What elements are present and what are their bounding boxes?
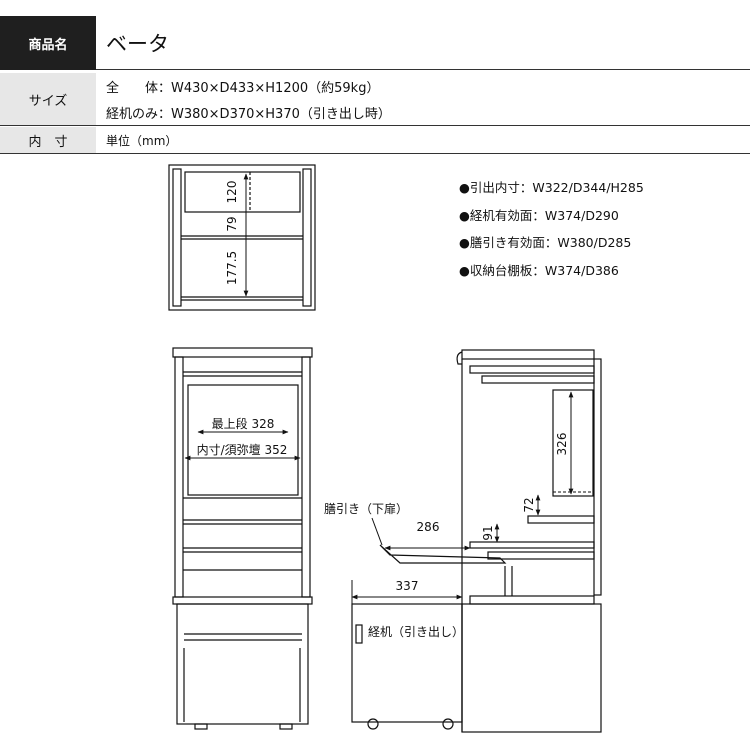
right-post — [301, 356, 311, 598]
foot — [279, 723, 293, 730]
side-back-panel — [593, 358, 602, 596]
product-name-label: 商品名 — [0, 16, 96, 70]
upper-box — [184, 171, 301, 213]
side-top-board — [461, 349, 595, 360]
drawer-kyoki — [351, 603, 463, 723]
dim-label: 79 — [225, 216, 239, 231]
product-name: ベータ — [106, 32, 169, 56]
size-row: サイズ 全 体：W430×D433×H1200（約59kg） 経机のみ：W380… — [0, 73, 750, 125]
tray-label: 膳引き（下扉） — [324, 501, 408, 516]
top-board — [172, 347, 313, 358]
size-overall: 全 体：W430×D433×H1200（約59kg） — [106, 81, 380, 96]
foot — [194, 723, 208, 730]
size-drawer: 経机のみ：W380×D370×H370（引き出し時） — [106, 107, 391, 122]
drawer-label: 経机（引き出し） — [368, 625, 464, 639]
inner-dimension-list: ●引出内寸：W322/D344/H285 ●経机有効面：W374/D290 ●膳… — [459, 174, 644, 284]
unit-text: 単位（mm） — [106, 134, 178, 148]
side-lower-cabinet — [461, 603, 602, 733]
inner-top-view — [168, 164, 316, 311]
dim-label: 337 — [396, 579, 419, 593]
middle-board — [172, 596, 313, 605]
upper-window — [187, 384, 299, 496]
list-item: ●収納台棚板：W374/D386 — [459, 262, 619, 278]
side-inner-box — [552, 389, 594, 497]
top-view-dimensions: 120 79 177.5 — [225, 181, 239, 286]
size-label: サイズ — [0, 73, 96, 125]
cabinet-left-side — [172, 168, 182, 307]
dim-label: 326 — [555, 433, 569, 456]
tray-zen — [379, 544, 507, 564]
product-row: 商品名 ベータ — [0, 16, 750, 70]
divider — [0, 153, 750, 154]
list-item: ●経机有効面：W374/D290 — [459, 207, 619, 223]
dim-label: 286 — [417, 520, 440, 534]
left-post — [174, 356, 184, 598]
dim-label: 内寸/須弥壇 352 — [197, 442, 288, 457]
inner-row: 内 寸 単位（mm） — [0, 127, 750, 153]
cabinet-right-side — [302, 168, 312, 307]
dim-label: 91 — [481, 525, 495, 540]
dim-label: 最上段 328 — [212, 416, 275, 431]
list-item: ●引出内寸：W322/D344/H285 — [459, 180, 644, 195]
divider — [96, 69, 750, 70]
dim-label: 120 — [225, 181, 239, 204]
dim-label: 72 — [522, 497, 536, 512]
list-item: ●膳引き有効面：W380/D285 — [459, 235, 632, 250]
front-view — [172, 347, 313, 730]
cabinet-outline — [168, 164, 316, 311]
divider — [0, 125, 750, 126]
side-view-dimensions: 326 72 91 286 337 膳引き（下扉） 経机（引き出し） — [324, 433, 569, 639]
front-view-dimensions: 最上段 328 内寸/須弥壇 352 — [197, 416, 288, 457]
inner-dimension-label: 内 寸 — [0, 127, 96, 153]
side-view — [351, 349, 602, 733]
lower-cabinet — [176, 603, 309, 725]
dim-label: 177.5 — [225, 251, 239, 285]
